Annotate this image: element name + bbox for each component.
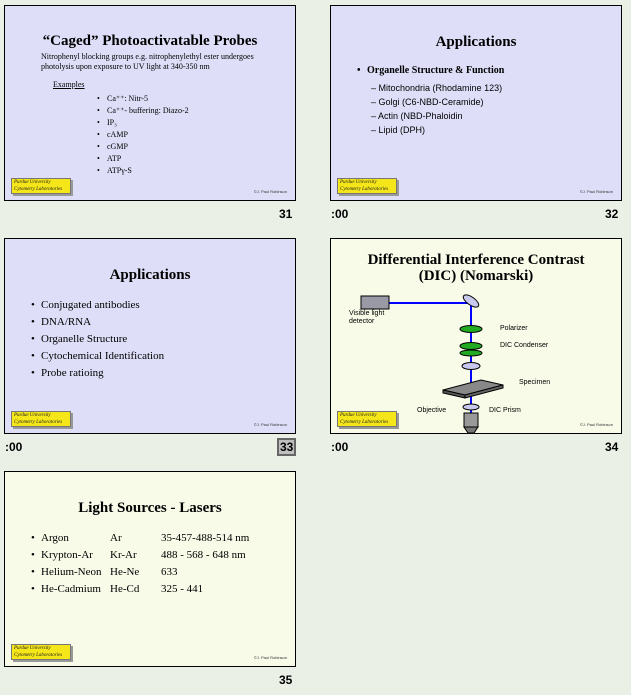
sub-item: – Golgi (C6-NBD-Ceramide): [371, 97, 484, 107]
list-item: ATPγ-S: [97, 165, 189, 177]
condenser-shape-2: [459, 349, 483, 357]
label-polarizer: Polarizer: [500, 325, 528, 332]
slide-timing: :00: [331, 207, 349, 221]
slide-title: “Caged” Photoactivatable Probes: [42, 33, 258, 49]
application-list: Conjugated antibodies DNA/RNA Organelle …: [31, 297, 164, 382]
slide-timing: :00: [5, 440, 23, 454]
label-objective: Objective: [417, 407, 447, 414]
list-item: Cytochemical Identification: [31, 348, 164, 365]
label-detector: Visible light detector: [349, 310, 385, 325]
label-prism: DIC Prism: [489, 407, 521, 414]
slide-footer: ©J. Paul Robinson: [579, 422, 613, 427]
objective-shape: [463, 412, 479, 428]
examples-label: Examples: [53, 80, 85, 89]
slide-number: 34: [605, 440, 619, 454]
table-row: • Krypton-Ar Kr-Ar 488 - 568 - 648 nm: [31, 549, 246, 561]
university-logo: Purdue University Cytometry Laboratories: [11, 411, 71, 427]
slide-title: Applications: [109, 267, 191, 283]
polarizer-shape: [459, 325, 483, 333]
list-item: DNA/RNA: [31, 314, 164, 331]
list-item: cAMP: [97, 129, 189, 141]
university-logo: Purdue University Cytometry Laboratories: [337, 411, 397, 427]
main-list: Organelle Structure & Function: [357, 65, 504, 76]
prism-shape: [462, 403, 480, 411]
slide-number-selected[interactable]: 33: [277, 438, 297, 456]
sub-list: – Mitochondria (Rhodamine 123) – Golgi (…: [371, 81, 502, 137]
university-logo: Purdue University Cytometry Laboratories: [11, 178, 71, 194]
university-logo: Purdue University Cytometry Laboratories: [11, 644, 71, 660]
dic-diagram: [360, 294, 504, 433]
sub-item: – Actin (NBD-Phaloidin: [371, 111, 463, 121]
example-list: Ca⁺⁺: Nitr-5 Ca⁺⁺- buffering: Diazo-2 IP…: [97, 93, 189, 177]
label-condenser: DIC Condenser: [500, 342, 549, 349]
list-item: IP₃: [97, 117, 189, 129]
slide-description: Nitrophenyl blocking groups e.g. nitroph…: [41, 52, 254, 71]
slide-31[interactable]: “Caged” Photoactivatable Probes Nitrophe…: [4, 5, 296, 201]
slide-number: 35: [279, 673, 293, 687]
table-row: • Helium-Neon He-Ne 633: [31, 566, 178, 578]
slide-title: Applications: [435, 34, 517, 50]
table-row: • Argon Ar 35-457-488-514 nm: [31, 532, 250, 544]
list-item: Ca⁺⁺: Nitr-5: [97, 93, 189, 105]
slide-title: Light Sources - Lasers: [78, 500, 222, 516]
list-item: Probe ratioing: [31, 365, 164, 382]
table-row: • He-Cadmium He-Cd 325 - 441: [31, 583, 204, 595]
list-item: cGMP: [97, 141, 189, 153]
university-logo: Purdue University Cytometry Laboratories: [337, 178, 397, 194]
list-item: Organelle Structure & Function: [357, 65, 504, 76]
mirror-shape: [462, 294, 480, 308]
lens-shape: [461, 362, 481, 370]
slide-number: 31: [279, 207, 293, 221]
slide-timing: :00: [331, 440, 349, 454]
slide-33[interactable]: Applications Conjugated antibodies DNA/R…: [4, 238, 296, 434]
laser-table: • Argon Ar 35-457-488-514 nm • Krypton-A…: [31, 530, 281, 598]
list-item: Conjugated antibodies: [31, 297, 164, 314]
slide-number: 32: [605, 207, 619, 221]
slide-35[interactable]: Light Sources - Lasers • Argon Ar 35-457…: [4, 471, 296, 667]
slide-footer: ©J. Paul Robinson: [253, 422, 287, 427]
detector-box: [360, 295, 390, 310]
list-item: ATP: [97, 153, 189, 165]
slide-32[interactable]: Applications Organelle Structure & Funct…: [330, 5, 622, 201]
sub-item: – Lipid (DPH): [371, 125, 426, 135]
list-item: Organelle Structure: [31, 331, 164, 348]
sub-item: – Mitochondria (Rhodamine 123): [371, 83, 503, 93]
slide-title: Differential Interference Contrast (DIC)…: [367, 252, 585, 284]
condenser-shape: [459, 342, 483, 350]
slide-footer: ©J. Paul Robinson: [253, 655, 287, 660]
label-specimen: Specimen: [519, 379, 551, 386]
slide-footer: ©J. Paul Robinson: [579, 189, 613, 194]
list-item: Ca⁺⁺- buffering: Diazo-2: [97, 105, 189, 117]
slide-footer: ©J. Paul Robinson: [253, 189, 287, 194]
slide-34[interactable]: Differential Interference Contrast (DIC)…: [330, 238, 622, 434]
